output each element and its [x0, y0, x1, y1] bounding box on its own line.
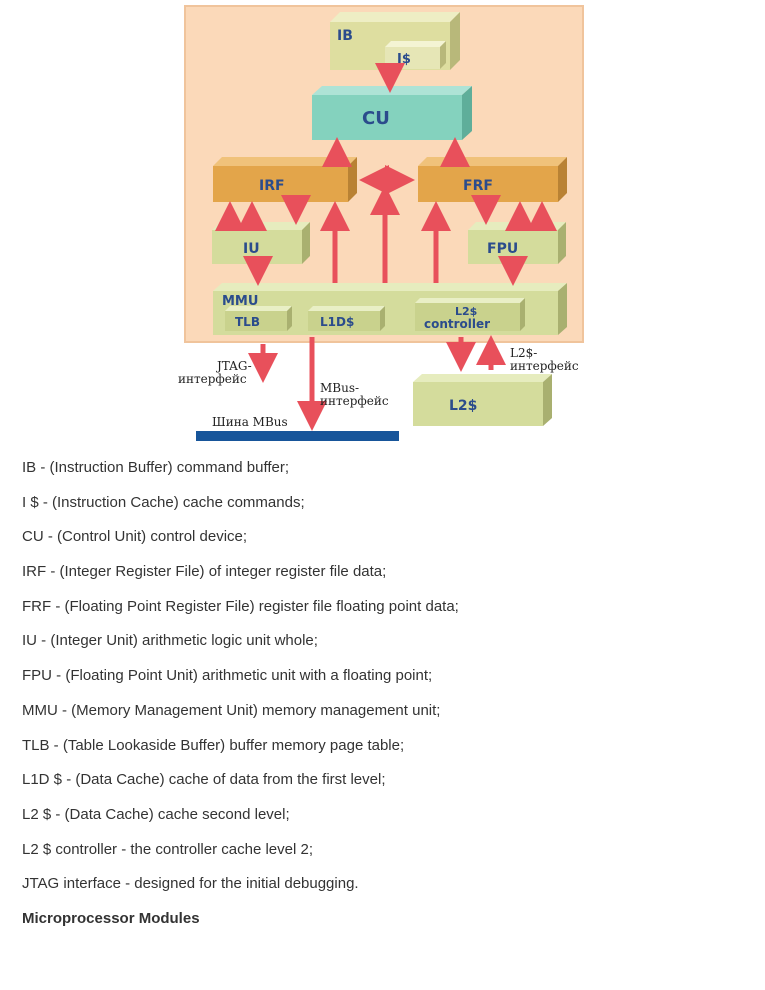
legend-item-frf: FRF - (Floating Point Register File) reg… — [22, 597, 459, 615]
mbus-label-2: интерфейс — [320, 394, 389, 408]
mbus-label-1: MBus- — [320, 381, 359, 395]
frf-block: FRF — [418, 157, 567, 202]
jtag-label-2: интерфейс — [178, 372, 247, 386]
legend: IB - (Instruction Buffer) command buffer… — [22, 458, 742, 944]
icache-block: I$ — [385, 41, 446, 69]
iu-label: IU — [243, 241, 260, 257]
mmu-label: MMU — [222, 294, 258, 309]
irf-label: IRF — [259, 178, 285, 194]
microprocessor-diagram: IB I$ CU IRF FRF IU FPU — [178, 5, 584, 441]
frf-label: FRF — [463, 178, 493, 194]
fpu-block: FPU — [468, 222, 566, 264]
cu-label: CU — [362, 108, 390, 129]
legend-item-irf: IRF - (Integer Register File) of integer… — [22, 563, 387, 581]
l2-controller-block: L2$ controller — [415, 298, 525, 331]
legend-item-l2-controller: L2 $ controller - the controller cache l… — [22, 840, 313, 858]
legend-item-cu: CU - (Control Unit) control device; — [22, 528, 248, 546]
legend-item-jtag: JTAG interface - designed for the initia… — [22, 875, 359, 893]
fpu-label: FPU — [487, 241, 518, 257]
legend-item-mmu: MMU - (Memory Management Unit) memory ma… — [22, 701, 441, 719]
l2-interface-label-1: L2$- — [510, 346, 537, 360]
legend-item-iu: IU - (Integer Unit) arithmetic logic uni… — [22, 632, 318, 650]
icache-label: I$ — [397, 52, 411, 67]
tlb-block: TLB — [225, 306, 292, 331]
irf-block: IRF — [213, 157, 357, 202]
ib-label: IB — [337, 28, 353, 44]
legend-item-icache: I $ - (Instruction Cache) cache commands… — [22, 493, 305, 511]
jtag-label-1: JTAG- — [215, 359, 252, 373]
tlb-label: TLB — [235, 315, 260, 329]
l2-controller-label-1: L2$ — [455, 305, 477, 318]
l1d-label: L1D$ — [320, 315, 354, 329]
l2-interface-label-2: интерфейс — [510, 359, 579, 373]
legend-item-l1d: L1D $ - (Data Cache) cache of data from … — [22, 771, 386, 789]
mbus-bar — [196, 431, 399, 441]
legend-item-tlb: TLB - (Table Lookaside Buffer) buffer me… — [22, 736, 405, 754]
l2-label: L2$ — [449, 398, 477, 414]
l2-block: L2$ — [413, 374, 552, 426]
l2-controller-label-2: controller — [424, 317, 490, 331]
cu-block: CU — [312, 86, 472, 140]
figure-caption: Microprocessor Modules — [22, 909, 200, 927]
iu-block: IU — [212, 222, 310, 264]
mbus-bus-label: Шина MBus — [212, 415, 288, 429]
legend-item-ib: IB - (Instruction Buffer) command buffer… — [22, 459, 290, 476]
l1d-block: L1D$ — [308, 306, 385, 331]
legend-item-l2: L2 $ - (Data Cache) cache second level; — [22, 805, 290, 823]
legend-item-fpu: FPU - (Floating Point Unit) arithmetic u… — [22, 667, 433, 685]
